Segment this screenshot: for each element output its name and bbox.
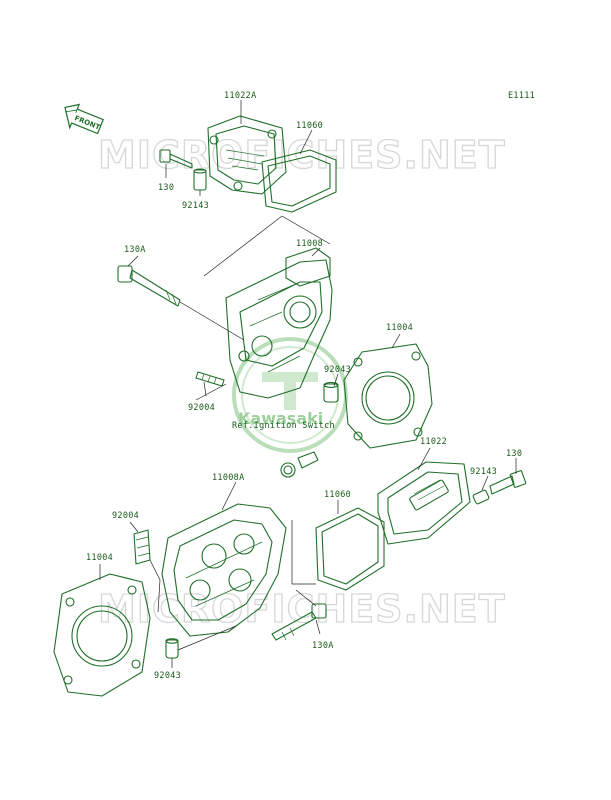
reference-note: Ref.Ignition Switch — [232, 421, 335, 431]
cylinder-head-cover-11022 — [377, 461, 471, 545]
stud-92004-mid — [195, 371, 225, 387]
cylinder-head-cover-11022A — [207, 115, 287, 195]
label-11022A: 11022A — [224, 91, 257, 101]
stud-92004-low — [133, 529, 151, 565]
ignition-switch-ref-part — [280, 451, 319, 478]
label-11060-low: 11060 — [324, 490, 351, 500]
label-11004-right: 11004 — [386, 323, 413, 333]
label-130-top: 130 — [158, 183, 174, 193]
head-bolt-130A-top — [117, 265, 181, 307]
part-labels: 11022A 11060 130 92143 130A 11008 11004 … — [86, 91, 522, 681]
diagram-code: E1111 — [508, 91, 535, 101]
cover-gasket-11060-top — [261, 149, 337, 213]
label-92043-mid: 92043 — [324, 365, 351, 375]
cylinder-head-11008A — [161, 503, 287, 637]
bolt-130-top — [159, 149, 193, 169]
label-92043-low: 92043 — [154, 671, 181, 681]
logo-text: Kawasaki — [238, 409, 323, 428]
cylinder-gasket-11004-right — [343, 343, 433, 449]
label-92004-mid: 92004 — [188, 403, 215, 413]
label-92004-low: 92004 — [112, 511, 139, 521]
label-92143-right: 92143 — [470, 467, 497, 477]
label-11008A: 11008A — [212, 473, 245, 483]
bolt-130-right — [489, 470, 527, 495]
label-11022: 11022 — [420, 437, 447, 447]
label-130A-top: 130A — [124, 245, 146, 255]
cylinder-head-11008 — [225, 247, 333, 399]
front-arrow-icon: FRONT — [64, 103, 104, 135]
collar-92143-right — [472, 489, 490, 505]
dowel-pin-92043-low — [165, 638, 179, 659]
leader-lines — [99, 100, 517, 668]
label-130-right: 130 — [506, 449, 522, 459]
head-bolt-130A-low — [271, 603, 327, 641]
dowel-pin-92043-mid — [323, 382, 339, 403]
cylinder-gasket-11004-left — [53, 573, 151, 697]
watermark-top: MICROFICHES.NET — [98, 133, 506, 177]
label-11060-top: 11060 — [296, 121, 323, 131]
cover-gasket-11060-low — [315, 507, 385, 591]
label-92143-top: 92143 — [182, 201, 209, 211]
label-11008: 11008 — [296, 239, 323, 249]
label-11004-left: 11004 — [86, 553, 113, 563]
label-130A-low: 130A — [312, 641, 334, 651]
